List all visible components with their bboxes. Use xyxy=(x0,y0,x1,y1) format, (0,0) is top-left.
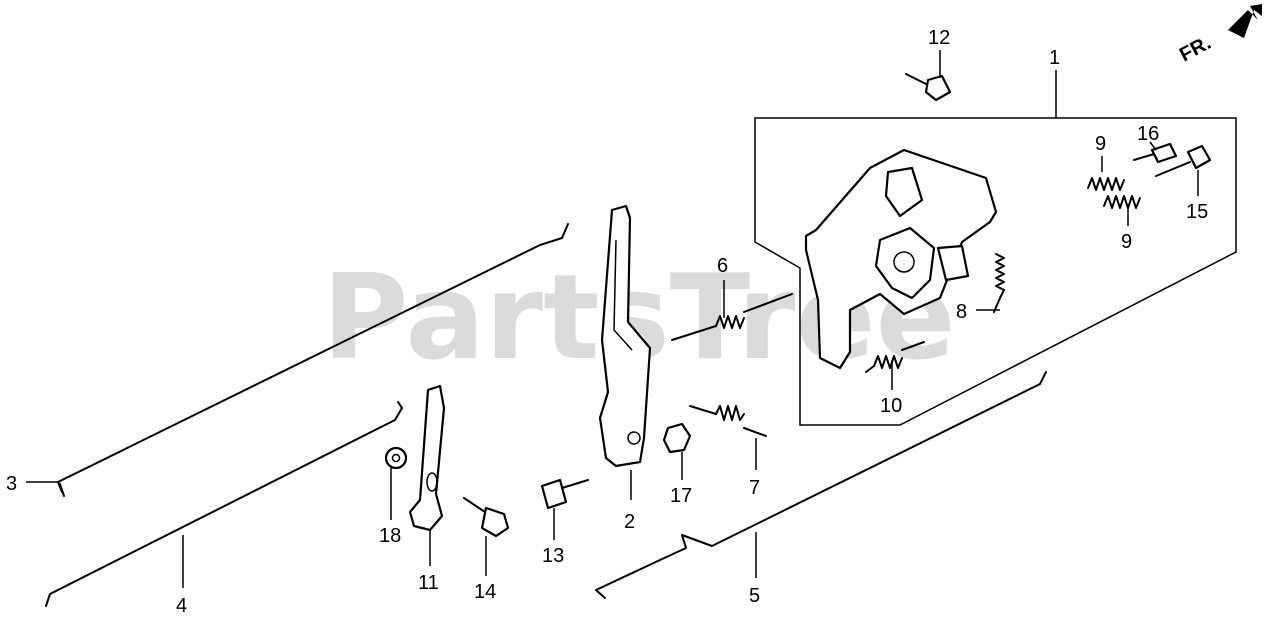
callout-6: 6 xyxy=(717,255,728,277)
lever-11-hole xyxy=(426,472,438,492)
bolt-12[interactable] xyxy=(924,74,952,102)
callout-5: 5 xyxy=(749,585,760,607)
callout-17: 17 xyxy=(670,485,692,507)
callout-4: 4 xyxy=(176,595,187,617)
rod-5[interactable] xyxy=(595,371,1047,599)
rod-4[interactable] xyxy=(45,401,403,607)
bolt-13[interactable] xyxy=(561,479,589,489)
bolt-13-head xyxy=(540,478,568,510)
washer-18[interactable] xyxy=(384,446,408,470)
callout-12: 12 xyxy=(928,27,950,49)
callout-10: 10 xyxy=(880,395,902,417)
pivot-hole xyxy=(893,251,915,273)
callout-8: 8 xyxy=(956,301,967,323)
spring-9-upper[interactable] xyxy=(1087,177,1125,191)
callout-18: 18 xyxy=(379,525,401,547)
bolt-15-shaft xyxy=(1155,161,1191,177)
callout-16: 16 xyxy=(1137,123,1159,145)
callout-9-upper: 9 xyxy=(1095,133,1106,155)
lever-arm-2-slot xyxy=(613,239,633,351)
spring-6-ends xyxy=(671,293,793,341)
screw-16[interactable] xyxy=(1150,142,1178,164)
control-plate-clip xyxy=(936,244,970,282)
nut-17[interactable] xyxy=(662,422,692,454)
bolt-12-shaft xyxy=(905,73,931,87)
washer-18-hole xyxy=(391,453,401,463)
rod-3[interactable] xyxy=(57,223,569,493)
callout-15: 15 xyxy=(1186,201,1208,223)
callout-1: 1 xyxy=(1049,47,1060,69)
spring-7-ends xyxy=(689,405,767,437)
bolt-14-shaft xyxy=(463,497,489,515)
lever-arm-2[interactable] xyxy=(598,204,652,468)
bolt-14[interactable] xyxy=(480,506,510,538)
callout-13: 13 xyxy=(542,545,564,567)
spring-6[interactable] xyxy=(715,315,745,329)
control-plate-tab xyxy=(884,166,924,218)
screw-16-shaft xyxy=(1133,153,1155,161)
assembly-1-outline xyxy=(754,117,1237,426)
spring-9-lower[interactable] xyxy=(1103,195,1141,209)
callout-2: 2 xyxy=(624,511,635,533)
spring-8[interactable] xyxy=(993,253,1005,313)
front-arrow-label: FR. xyxy=(1176,32,1215,67)
spring-7[interactable] xyxy=(715,405,745,421)
rod-3-end xyxy=(59,483,65,497)
callout-3: 3 xyxy=(6,473,17,495)
callout-7: 7 xyxy=(749,477,760,499)
callout-14: 14 xyxy=(474,581,496,603)
control-plate-pivot xyxy=(874,226,936,300)
callout-11: 11 xyxy=(418,572,439,594)
leader-16 xyxy=(1149,141,1157,151)
front-arrow-icon xyxy=(1228,4,1262,38)
bolt-15[interactable] xyxy=(1186,144,1212,170)
spring-10[interactable] xyxy=(873,355,903,369)
lever-arm-2-hole xyxy=(627,431,641,445)
lever-11[interactable] xyxy=(408,384,446,532)
callout-9-lower: 9 xyxy=(1121,231,1132,253)
spring-10-ends xyxy=(865,341,925,373)
